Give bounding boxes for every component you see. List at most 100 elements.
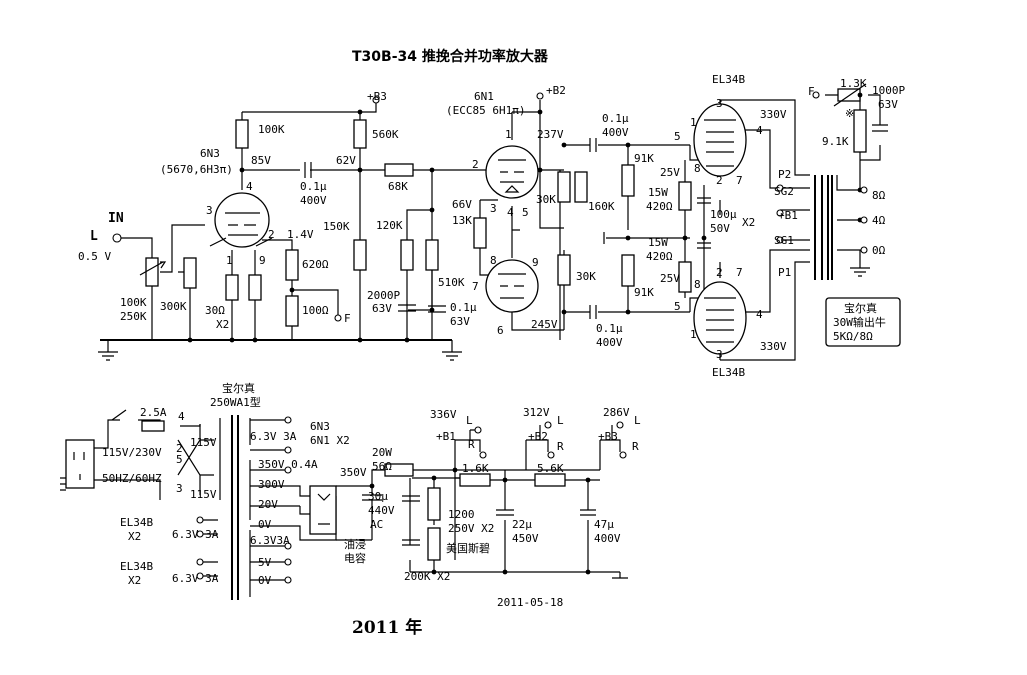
schematic-label: X2 bbox=[128, 574, 141, 587]
schematic-label: 0Ω bbox=[872, 244, 886, 257]
schematic-label: 1 bbox=[226, 254, 233, 267]
schematic-label: 6.3V 3A bbox=[172, 528, 219, 541]
schematic-label: +B1 bbox=[778, 209, 798, 222]
schematic-label: 330V bbox=[760, 108, 787, 121]
schematic-label: 1.3K bbox=[840, 77, 867, 90]
schematic-label: 3 bbox=[716, 348, 723, 361]
power-wiring bbox=[60, 409, 628, 600]
schematic-label: 5 bbox=[522, 206, 529, 219]
schematic-label: 250WA1型 bbox=[210, 395, 261, 409]
schematic-label: 66V bbox=[452, 198, 472, 211]
amp-parts bbox=[139, 83, 888, 327]
schematic-label: 2 bbox=[176, 442, 183, 455]
schematic-label: 25V bbox=[660, 272, 680, 285]
schematic-label: 0V bbox=[258, 574, 272, 587]
schematic-label: 6 bbox=[497, 324, 504, 337]
schematic-label: 5 bbox=[674, 300, 681, 313]
schematic-label: 200K X2 bbox=[404, 570, 450, 583]
date: 2011-05-18 bbox=[497, 596, 563, 609]
schematic-label: 5.6K bbox=[537, 462, 564, 475]
schematic-label: 4 bbox=[756, 124, 763, 137]
schematic-label: 115V/230V bbox=[102, 446, 162, 459]
schematic-label: 4 bbox=[507, 206, 514, 219]
schematic-label: 6N3 bbox=[310, 420, 330, 433]
schematic-label: +B1 bbox=[436, 430, 456, 443]
v4-name: EL34B bbox=[712, 366, 745, 379]
schematic-label: 85V bbox=[251, 154, 271, 167]
schematic-label: 2.5A bbox=[140, 406, 167, 419]
schematic-label: AC bbox=[370, 518, 383, 531]
schematic-label: 30μ bbox=[368, 490, 388, 503]
schematic-label: 620Ω bbox=[302, 258, 329, 271]
schematic-label: 7 bbox=[736, 266, 743, 279]
schematic-label: 47μ bbox=[594, 518, 614, 531]
schematic-label: 4 bbox=[246, 180, 253, 193]
power-parts bbox=[141, 420, 596, 561]
schematic-label: 2 bbox=[472, 158, 479, 171]
schematic-label: 450V bbox=[512, 532, 539, 545]
schematic-label: 6.3V 3A bbox=[250, 430, 297, 443]
v1-name: 6N3 bbox=[200, 147, 220, 160]
schematic-label: 4Ω bbox=[872, 214, 886, 227]
schematic-label: X2 bbox=[128, 530, 141, 543]
schematic-label: 100μ bbox=[710, 208, 737, 221]
schematic-label: 115V bbox=[190, 436, 217, 449]
schematic-label: 7 bbox=[736, 174, 743, 187]
schematic-label: 30K bbox=[576, 270, 596, 283]
schematic-label: 油浸 bbox=[344, 537, 366, 551]
schematic-label: 420Ω bbox=[646, 250, 673, 263]
schematic-label: 8 bbox=[490, 254, 497, 267]
schematic-label: 440V bbox=[368, 504, 395, 517]
schematic-label: 1.4V bbox=[287, 228, 314, 241]
tube-v2b-6n1 bbox=[485, 259, 539, 313]
schematic-label: L bbox=[634, 414, 641, 427]
v1-equiv: (5670,6H3π) bbox=[160, 163, 233, 176]
schematic-label: 400V bbox=[594, 532, 621, 545]
input-level: 0.5 V bbox=[78, 250, 111, 263]
tube-v4-el34b-bottom bbox=[693, 281, 747, 355]
schematic-label: F bbox=[808, 85, 815, 98]
schematic-label: 8Ω bbox=[872, 189, 886, 202]
schematic-label: 100Ω bbox=[302, 304, 329, 317]
schematic-label: 63V bbox=[878, 98, 898, 111]
schematic-label: 9 bbox=[259, 254, 266, 267]
schematic-label: 6.3V3A bbox=[250, 534, 290, 547]
v2-name: 6N1 bbox=[474, 90, 494, 103]
schematic-label: SG2 bbox=[774, 185, 794, 198]
schematic-label: 50HZ/60HZ bbox=[102, 472, 162, 485]
b3-label: +B3 bbox=[367, 90, 387, 103]
schematic-label: 0.1μ bbox=[300, 180, 327, 193]
schematic-label: 350V bbox=[340, 466, 367, 479]
schematic-label: 350V 0.4A bbox=[258, 458, 318, 471]
schematic-label: 400V bbox=[596, 336, 623, 349]
schematic-label: 9 bbox=[532, 256, 539, 269]
schematic-label: 4 bbox=[178, 410, 185, 423]
schematic-label: L bbox=[466, 414, 473, 427]
schematic-label: 5V bbox=[258, 556, 272, 569]
schematic-label: 100K bbox=[258, 123, 285, 136]
schematic-label: R bbox=[632, 440, 639, 453]
schematic-label: 3 bbox=[206, 204, 213, 217]
schematic-label: 63V bbox=[450, 315, 470, 328]
schematic-label: 15W bbox=[648, 186, 668, 199]
diagram-title: T30B-34 推挽合并功率放大器 bbox=[352, 48, 549, 65]
schematic-label: 560K bbox=[372, 128, 399, 141]
amp-labels: IN L 0.5 V 6N3 (5670,6H3π) 6N1 (ECC85 6H… bbox=[78, 73, 905, 379]
schematic-label: P1 bbox=[778, 266, 791, 279]
schematic-label: 5KΩ/8Ω bbox=[833, 330, 873, 343]
schematic-label: 2000P bbox=[367, 289, 400, 302]
schematic-label: 1000P bbox=[872, 84, 905, 97]
schematic-label: F bbox=[344, 312, 351, 325]
schematic-label: 68K bbox=[388, 180, 408, 193]
v3-name: EL34B bbox=[712, 73, 745, 86]
schematic-label: 13K bbox=[452, 214, 472, 227]
schematic-label: 63V bbox=[372, 302, 392, 315]
schematic-label: SG1 bbox=[774, 234, 794, 247]
schematic-label: 20V bbox=[258, 498, 278, 511]
schematic-label: 400V bbox=[602, 126, 629, 139]
schematic-label: 6.3V 3A bbox=[172, 572, 219, 585]
schematic-label: 2 bbox=[268, 228, 275, 241]
schematic-label: 8 bbox=[694, 162, 701, 175]
schematic-label: L bbox=[557, 414, 564, 427]
